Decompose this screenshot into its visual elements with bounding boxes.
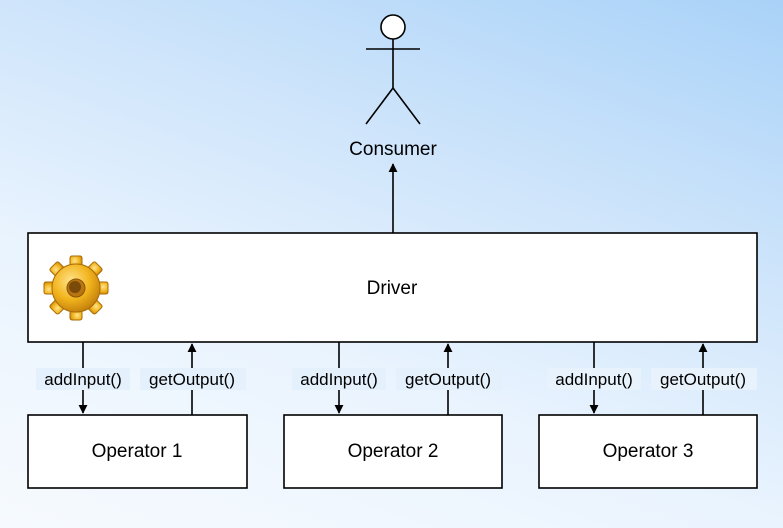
operator-box: [283, 414, 503, 489]
consumer-actor: [365, 14, 421, 125]
operator-label: Operator 3: [603, 441, 694, 462]
actor-head: [380, 14, 406, 40]
operator-box: [27, 414, 248, 489]
get-output-label: getOutput(): [660, 370, 746, 389]
consumer-label: Consumer: [349, 139, 437, 160]
driver-box: [27, 232, 758, 343]
add-input-label: addInput(): [555, 370, 633, 389]
operator-group-2: Operator 2 addInput() getOutput(): [283, 342, 503, 489]
get-output-label: getOutput(): [149, 370, 235, 389]
add-input-label: addInput(): [300, 370, 378, 389]
operator-group-1: Operator 1 addInput() getOutput(): [27, 342, 248, 489]
operator-group-3: Operator 3 addInput() getOutput(): [538, 342, 758, 489]
driver-label: Driver: [367, 278, 418, 299]
actor-left-leg: [365, 87, 394, 125]
operator-box: [538, 414, 758, 489]
gear-icon: [43, 255, 109, 321]
get-output-label: getOutput(): [405, 370, 491, 389]
operator-label: Operator 1: [92, 441, 183, 462]
operator-label: Operator 2: [348, 441, 439, 462]
actor-right-leg: [392, 87, 421, 125]
add-input-label: addInput(): [44, 370, 122, 389]
